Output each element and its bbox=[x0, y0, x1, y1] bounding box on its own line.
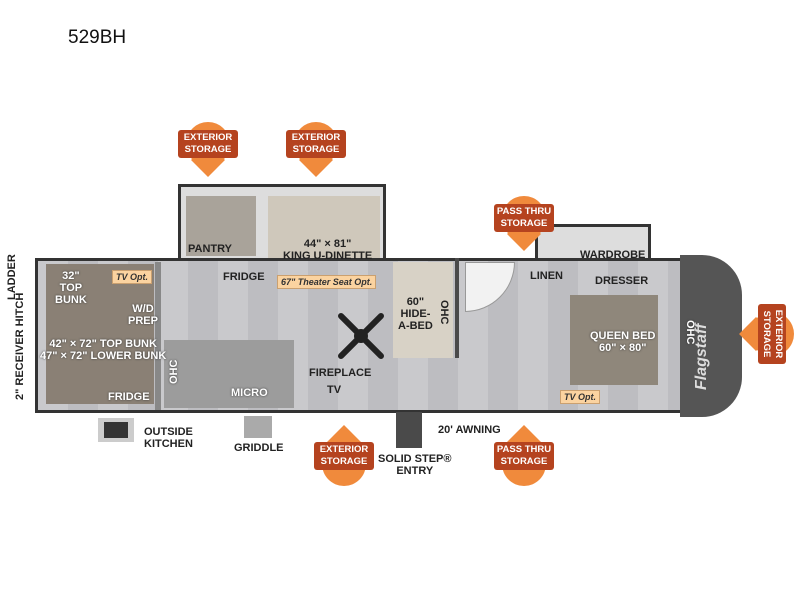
fireplace-label: FIREPLACE bbox=[309, 367, 372, 379]
wardrobe-label: WARDROBE bbox=[580, 249, 646, 261]
ohc-label-2: OHC bbox=[438, 300, 450, 325]
fridge-label: FRIDGE bbox=[223, 271, 265, 283]
front-exterior-storage-badge: EXTERIOR STORAGE bbox=[738, 304, 798, 364]
bunk-wall bbox=[155, 262, 161, 410]
griddle-icon bbox=[244, 416, 272, 438]
pass-thru-storage-badge: PASS THRU STORAGE bbox=[494, 192, 554, 252]
rear-fridge-label: FRIDGE bbox=[108, 391, 150, 403]
tv-label: TV bbox=[327, 384, 342, 396]
exterior-storage-badge: EXTERIOR STORAGE bbox=[286, 118, 346, 178]
top-bunk-label: 32" TOP BUNK bbox=[55, 270, 87, 306]
queen-bed-label: QUEEN BED 60" × 80" bbox=[590, 330, 656, 354]
bunk-sizes-label: 42" × 72" TOP BUNK 47" × 72" LOWER BUNK bbox=[40, 338, 167, 362]
pantry-label: PANTRY bbox=[188, 243, 232, 255]
pass-thru-storage-badge: PASS THRU STORAGE bbox=[494, 425, 554, 490]
ohc-label: OHC bbox=[168, 359, 180, 384]
entry-steps bbox=[396, 412, 422, 448]
outside-kitchen-label: OUTSIDE KITCHEN bbox=[144, 426, 193, 450]
model-title: 529BH bbox=[68, 27, 127, 48]
hitch-label: 2" RECEIVER HITCH bbox=[14, 292, 26, 400]
linen-label: LINEN bbox=[530, 270, 563, 282]
exterior-storage-badge: EXTERIOR STORAGE bbox=[314, 425, 374, 490]
entry-label: SOLID STEP® ENTRY bbox=[378, 453, 452, 477]
ohc-label-3: OHC bbox=[684, 320, 696, 345]
bunk-room bbox=[46, 264, 154, 404]
dresser-label: DRESSER bbox=[595, 275, 649, 287]
front-cap bbox=[680, 255, 742, 417]
dinette-label: 44" × 81" KING U-DINETTE bbox=[283, 238, 373, 262]
wardrobe-slide bbox=[535, 224, 651, 262]
kitchen-counter bbox=[164, 340, 294, 408]
hide-a-bed-label: 60" HIDE- A-BED bbox=[398, 296, 433, 332]
exterior-storage-badge: EXTERIOR STORAGE bbox=[178, 118, 238, 178]
micro-label: MICRO bbox=[231, 387, 268, 399]
awning-label: 20' AWNING bbox=[438, 424, 501, 436]
tv-option-tag: TV Opt. bbox=[112, 270, 152, 284]
pantry bbox=[186, 196, 256, 256]
ceiling-fan-icon bbox=[335, 310, 387, 362]
brand-logo: Flagstaff bbox=[693, 323, 710, 390]
outside-kitchen-icon bbox=[98, 418, 134, 442]
hide-a-bed bbox=[393, 262, 453, 358]
bed-tv-option-tag: TV Opt. bbox=[560, 390, 600, 404]
wd-prep-label: W/D PREP bbox=[128, 303, 158, 327]
bath-wall bbox=[455, 258, 459, 358]
griddle-label: GRIDDLE bbox=[234, 442, 284, 454]
theater-seat-option-tag: 67" Theater Seat Opt. bbox=[277, 275, 377, 289]
dinette bbox=[268, 196, 380, 258]
queen-bed bbox=[570, 295, 658, 385]
